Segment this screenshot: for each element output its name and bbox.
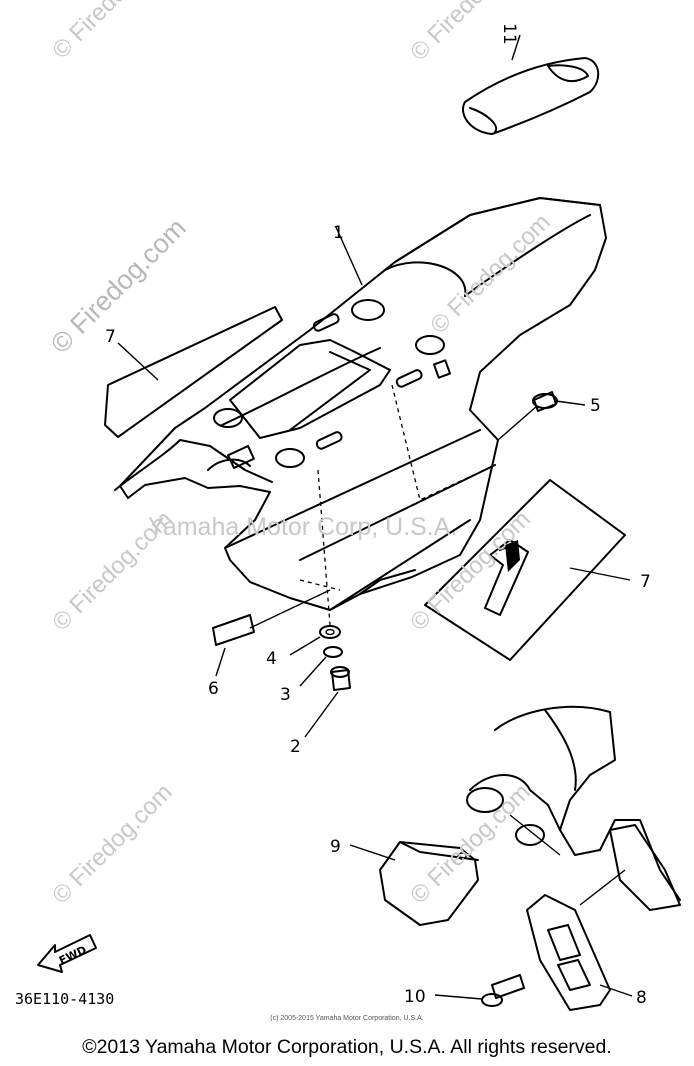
callout-9: 9 [330,837,341,857]
watermark-1: © Firedog.com [47,0,178,64]
callout-3: 3 [280,685,291,705]
part-2-screw[interactable] [304,666,351,738]
callout-2: 2 [290,737,301,757]
part-7-decal-left[interactable] [104,306,283,438]
frame-section [466,705,681,911]
callout-8: 8 [636,988,647,1008]
part-3-spring-washer[interactable] [299,646,343,687]
part-5-bolt[interactable] [497,391,586,441]
watermark-yamaha: Yamaha Motor Corp, U.S.A. [148,513,457,541]
part-7-decal-right[interactable] [424,479,631,661]
footer-copyright: ©2013 Yamaha Motor Corporation, U.S.A. A… [82,1036,612,1058]
callout-11: 11 [499,23,519,45]
part-10-bolt[interactable] [434,974,525,1007]
fwd-arrow-icon: FWD [37,934,97,973]
part-11-emblem[interactable] [462,34,600,135]
callout-7-left: 7 [105,327,116,347]
part-9-guard[interactable] [349,841,479,926]
part-code: 36E110-4130 [15,990,114,1008]
part-8-heel-plate[interactable] [526,869,633,1011]
watermark-large: © Firedog.com [45,213,192,360]
callout-7-right: 7 [640,572,651,592]
watermark-3: © Firedog.com [425,209,556,340]
fwd-label: FWD [57,943,89,967]
callout-1: 1 [333,223,344,243]
callout-10: 10 [404,987,426,1007]
watermark-6: © Firedog.com [47,779,178,910]
callout-5: 5 [590,396,601,416]
callout-4: 4 [266,649,277,669]
part-1-rear-fender[interactable] [114,197,607,611]
part-4-washer[interactable] [289,469,341,656]
callout-6: 6 [208,679,219,699]
part-6-pad[interactable] [212,589,331,677]
small-copyright: (c) 2005-2015 Yamaha Motor Corporation, … [270,1015,424,1022]
